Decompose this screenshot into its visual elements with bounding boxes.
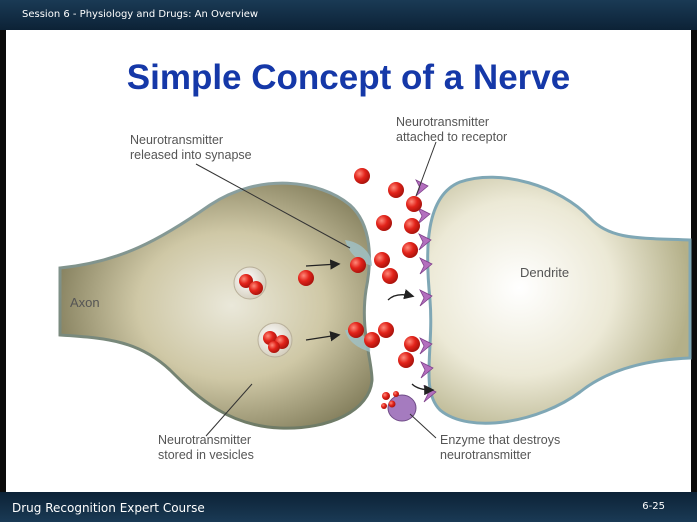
label-attached-line2: attached to receptor [396,130,507,145]
label-axon: Axon [70,295,100,310]
label-attached-line1: Neurotransmitter [396,115,507,130]
label-attached: Neurotransmitter attached to receptor [396,115,507,145]
label-stored-line2: stored in vesicles [158,448,254,463]
label-released: Neurotransmitter released into synapse [130,133,252,163]
label-enzyme-line2: neurotransmitter [440,448,560,463]
axon-terminal [60,183,372,428]
free-neurotransmitter [298,270,314,286]
vesicle-upper [234,267,266,299]
label-enzyme-line1: Enzyme that destroys [440,433,560,448]
enzyme [381,391,416,421]
dendrite-body [428,177,690,423]
label-stored: Neurotransmitter stored in vesicles [158,433,254,463]
label-dendrite: Dendrite [520,265,569,280]
label-released-line2: released into synapse [130,148,252,163]
footer-bar: Drug Recognition Expert Course 6-25 [0,492,697,522]
label-stored-line1: Neurotransmitter [158,433,254,448]
slide-number: 6-25 [642,501,665,512]
course-name: Drug Recognition Expert Course [12,501,205,515]
label-released-line1: Neurotransmitter [130,133,252,148]
vesicle-lower [258,323,292,357]
label-enzyme: Enzyme that destroys neurotransmitter [440,433,560,463]
